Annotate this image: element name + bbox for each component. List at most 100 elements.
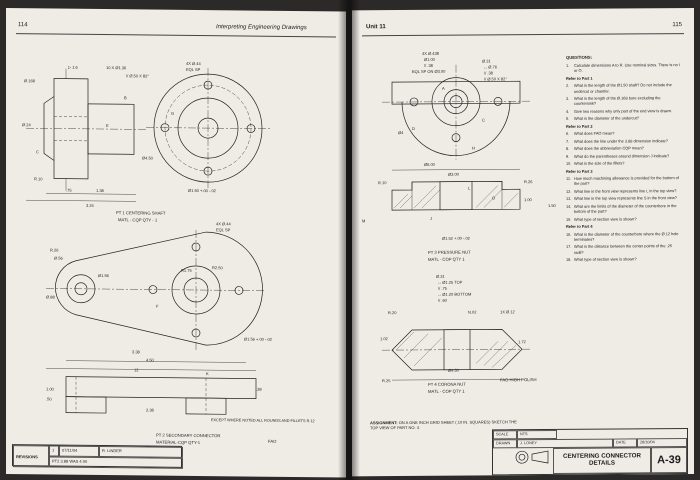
p2-dim-2: EQL SP bbox=[216, 227, 231, 232]
questions-list: 1.Calculate dimensions A to R. Use nomin… bbox=[566, 62, 684, 265]
question-item: 2. What is the length of the Ø1.50 shaft?… bbox=[566, 82, 684, 93]
right-page: Unit 11 115 bbox=[352, 8, 694, 477]
question-number: 5. bbox=[566, 116, 570, 122]
p4-finish: FAO HIGH POLISH bbox=[500, 377, 537, 382]
p3-dim-20: Ø1.52 +.00 -.02 bbox=[442, 236, 471, 241]
question-item: 9. What do the parentheses around dimensi… bbox=[566, 153, 684, 159]
questions-title: QUESTIONS: bbox=[566, 54, 593, 60]
p1-dim-12: 1.38 bbox=[96, 188, 105, 193]
p2-dim-4: Ø.56 bbox=[54, 256, 63, 261]
question-number: 15. bbox=[566, 216, 572, 222]
p1-dim-6: Ø.168 bbox=[24, 78, 36, 83]
p2-dim-1: 4X Ø.44 bbox=[216, 221, 231, 226]
p4-dim-2: ⌴ Ø1.25 TOP bbox=[438, 280, 463, 285]
question-text: What do the parentheses around dimension… bbox=[574, 152, 670, 159]
p3-dim-19: 1.50 bbox=[548, 203, 557, 208]
drawing-number: A-39 bbox=[651, 447, 687, 474]
book-gutter bbox=[338, 0, 360, 480]
p1-dim-11: .75 bbox=[66, 188, 72, 193]
p2-finish: FAO bbox=[268, 439, 277, 444]
p4-dim-7: N.02 bbox=[468, 310, 477, 315]
questions-section-heading: Refer to Part 1 bbox=[566, 75, 593, 81]
scale-value: NTS bbox=[517, 429, 557, 440]
question-number: 3. bbox=[566, 95, 570, 101]
p2-dim-15: 2.38 bbox=[146, 407, 155, 412]
p4-caption: PT 4 CORONA NUT bbox=[428, 382, 466, 387]
question-text: What type of section view is shown? bbox=[574, 216, 637, 222]
question-item: 18.What type of section view is shown? bbox=[566, 256, 684, 262]
question-text: What is the length of the Ø.168 bore exc… bbox=[574, 95, 661, 107]
question-number: 1. bbox=[566, 62, 570, 68]
p4-dim-10: 1.72 bbox=[518, 339, 527, 344]
question-number: 12. bbox=[566, 188, 572, 194]
question-text: What is the distance between the center … bbox=[574, 243, 672, 255]
p1-dim-1: ▷ 1:6 bbox=[68, 65, 79, 70]
p4-material: MATL - COP QTY 1 bbox=[428, 389, 465, 394]
revision-date: 07/11/04 bbox=[59, 445, 99, 457]
p3-dim-1: 4X Ø.438 bbox=[422, 51, 440, 56]
questions-section-heading: Refer to Part 2 bbox=[566, 123, 593, 129]
p4-dim-6: R.20 bbox=[388, 310, 397, 315]
p2-dim-3: R.26 bbox=[50, 247, 59, 252]
p3-dim-16: R.10 bbox=[378, 180, 387, 185]
p2-dim-10: 3.38 bbox=[132, 349, 141, 354]
p1-dim-3: 4X Ø.44 bbox=[186, 61, 201, 66]
question-text: How much machining allowance is provided… bbox=[574, 175, 679, 187]
p3-material: MATL - COP QTY 1 bbox=[428, 257, 465, 262]
question-text: What is the diameter of the undercut? bbox=[574, 115, 639, 122]
question-item: 15.What type of section view is shown? bbox=[566, 216, 684, 222]
p4-dim-12: R.25 bbox=[382, 378, 391, 383]
p2-dim-6: R1.75 bbox=[181, 268, 192, 273]
question-text: What is the length of the Ø1.50 shaft? D… bbox=[574, 82, 672, 94]
p3-dim-18: 1.00 bbox=[524, 197, 533, 202]
question-item: 13.What line in the top view represents … bbox=[566, 196, 684, 202]
question-item: 5. What is the diameter of the undercut? bbox=[566, 115, 684, 122]
question-text: Give two reasons why only part of the en… bbox=[574, 107, 672, 114]
p2-dim-14: .38 bbox=[256, 387, 262, 392]
question-number: 13. bbox=[566, 196, 572, 202]
p1-dim-5: \/ Ø.50 X 82° bbox=[126, 73, 149, 78]
title-block: SCALE NTS DRAWN J. LONEY DATE 28/10/04 C… bbox=[492, 428, 688, 476]
p3-dim-10: C bbox=[482, 117, 485, 122]
drawing-title: CENTERING CONNECTOR DETAILS bbox=[553, 447, 651, 474]
p1-dim-7: Ø.24 bbox=[22, 122, 31, 127]
p3-dim-22: J bbox=[430, 216, 432, 221]
p1-dim-8: Ø4.50 bbox=[142, 155, 154, 160]
p4-dim-5: \/ .60 bbox=[438, 298, 448, 303]
p3-dim-13: Ø4 bbox=[398, 130, 404, 135]
part1-part2-drawing: ▷ 1:6 10 X Ø1.36 4X Ø.44 EQL SP \/ Ø.50 … bbox=[22, 61, 315, 445]
question-text: What type of section view is shown? bbox=[574, 256, 637, 263]
revision-by: R. LINDER bbox=[99, 445, 183, 458]
question-item: 6.What does FAO mean? bbox=[566, 130, 684, 136]
p4-dim-11: Ø4.50 bbox=[448, 368, 460, 373]
question-text: What line in the front view represents l… bbox=[574, 188, 677, 194]
question-number: 14. bbox=[566, 203, 572, 209]
p4-dim-3: \/ .75 bbox=[438, 286, 448, 291]
p3-caption: PT 3 PRESSURE NUT bbox=[428, 250, 471, 255]
p2-dim-17: K bbox=[206, 371, 209, 376]
question-number: 17. bbox=[566, 244, 572, 250]
p2-caption: PT 2 SECONDARY CONNECTOR bbox=[156, 433, 220, 439]
p1-material: MATL - CQP QTY - 1 bbox=[118, 217, 158, 222]
left-page: 114 Interpreting Engineering Drawings bbox=[6, 8, 346, 478]
p1-dim-16: E bbox=[106, 123, 109, 128]
p4-dim-9: 1.02 bbox=[380, 336, 389, 341]
revisions-block: REVISIONS 1 07/11/04 R. LINDER PT2 3.88 … bbox=[12, 444, 183, 469]
date-label: DATE bbox=[613, 438, 637, 448]
p3-dim-17: R.26 bbox=[524, 179, 533, 184]
question-number: 2. bbox=[566, 83, 570, 89]
part3-part4-drawing: 4X Ø.438 Ø1.00 \/ .38 EQL SP ON Ø3.00 Ø.… bbox=[362, 51, 557, 464]
revision-number: 1 bbox=[49, 445, 59, 457]
question-item: 12.What line in the front view represent… bbox=[566, 188, 684, 194]
p2-dim-8: Ø.88 bbox=[46, 294, 55, 299]
p3-dim-7: \/ .38 bbox=[484, 70, 494, 75]
p3-dim-15: Ø3.00 bbox=[448, 172, 460, 177]
p2-dim-9: Ø1.56 +.00 -.02 bbox=[244, 336, 273, 341]
p2-dim-13: .50 bbox=[46, 396, 52, 401]
question-number: 7. bbox=[566, 138, 570, 144]
question-item: 4.Give two reasons why only part of the … bbox=[566, 108, 684, 114]
p1-dim-13: 3.24 bbox=[86, 203, 95, 208]
question-item: 17.What is the distance between the cent… bbox=[566, 244, 684, 255]
question-number: 9. bbox=[566, 153, 570, 159]
question-number: 11. bbox=[566, 176, 572, 182]
